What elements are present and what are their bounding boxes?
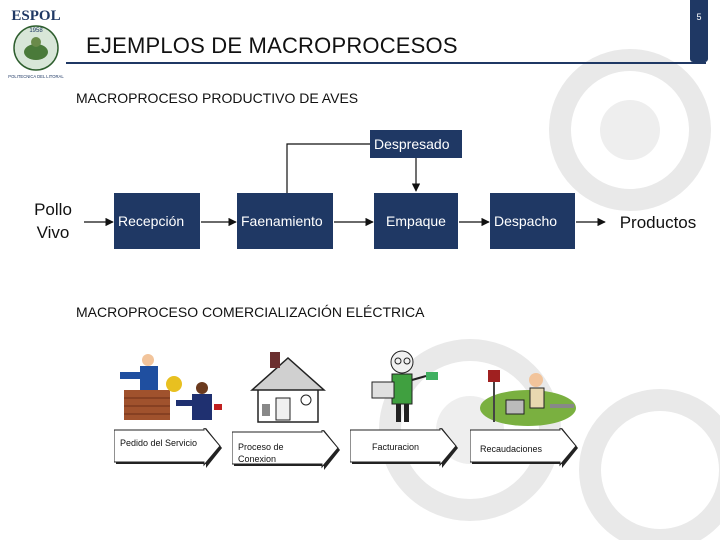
step-despacho: Despacho (490, 193, 575, 249)
page-number: 5 (696, 12, 702, 22)
step-pedido-servicio: Pedido del Servicio (114, 428, 224, 468)
step-empaque: Empaque (374, 193, 458, 249)
page-number-tab (690, 0, 708, 62)
handshake-illustration (120, 354, 222, 420)
electrica-heading: MACROPROCESO COMERCIALIZACIÓN ELÉCTRICA (76, 304, 425, 320)
step-proceso-conexion-label: Proceso de Conexion (238, 442, 284, 464)
step-despresado: Despresado (370, 130, 462, 158)
step-facturacion: Facturacion (350, 428, 460, 468)
svg-text:ESPOL: ESPOL (11, 8, 60, 24)
input-pollo-vivo: Pollo Vivo (34, 200, 72, 242)
step-proceso-conexion: Proceso de Conexion (232, 430, 342, 470)
title-underline (66, 28, 706, 64)
step-facturacion-label: Facturacion (372, 442, 420, 452)
step-recepcion: Recepción (114, 193, 200, 249)
svg-text:1958: 1958 (29, 28, 43, 34)
house-illustration (250, 352, 326, 423)
output-productos: Productos (619, 213, 697, 232)
step-recaudaciones: Recaudaciones (470, 428, 580, 468)
step-pedido-servicio-label: Pedido del Servicio (120, 438, 198, 448)
espol-logo: ESPOL 1958 POLITECNICA DEL LITORAL (4, 8, 68, 80)
cashier-illustration (371, 350, 438, 422)
technician-illustration (480, 370, 576, 426)
step-faenamiento: Faenamiento (237, 193, 333, 249)
step-recaudaciones-label: Recaudaciones (480, 444, 543, 454)
svg-text:POLITECNICA DEL LITORAL: POLITECNICA DEL LITORAL (8, 74, 64, 79)
aves-heading: MACROPROCESO PRODUCTIVO DE AVES (76, 90, 359, 106)
page-title: EJEMPLOS DE MACROPROCESOS (86, 33, 458, 58)
